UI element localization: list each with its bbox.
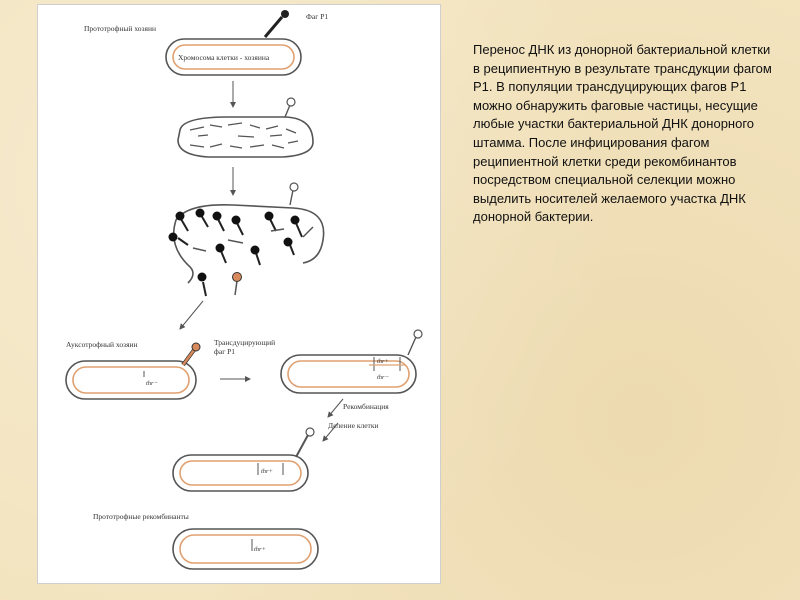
label-transducing-phage-line1: Трансдуцирующий: [214, 338, 275, 347]
gene-label-thr-plus-2: thr+: [261, 468, 273, 475]
auxotroph-host-cell: thr−: [65, 360, 197, 400]
label-phage-p1: Фаг Р1: [306, 12, 328, 21]
progeny-phages-icon: [168, 182, 314, 297]
label-cell-division: Деление клетки: [328, 421, 379, 430]
label-transducing-phage-line2: фаг Р1: [214, 347, 235, 356]
label-prototroph-host: Прототрофный хозяин: [84, 24, 156, 33]
arrow-cell-division: [322, 422, 339, 442]
gene-label-thr-minus-2: thr−: [377, 374, 389, 381]
infected-cell: thr+ thr−: [280, 329, 423, 394]
label-prototroph-recombinants: Прототрофные рекомбинанты: [93, 512, 189, 521]
phage-p1-icon: [263, 10, 289, 38]
label-auxotroph-host: Ауксотрофный хозяин: [66, 340, 138, 349]
fragmented-chromosome-cell: [177, 116, 314, 158]
caption-text: Перенос ДНК из донорной бактериальной кл…: [473, 42, 772, 225]
dividing-cell: thr+: [172, 427, 315, 492]
transduction-diagram: Прототрофный хозяин Фаг Р1 Хромосома кле…: [37, 4, 441, 584]
label-recombination: Рекомбинация: [343, 402, 389, 411]
prototroph-host-cell: [165, 38, 302, 76]
gene-label-thr-plus-1: thr+: [377, 358, 389, 365]
gene-label-thr-minus: thr−: [146, 380, 158, 387]
transducing-phage-icon: [181, 342, 201, 367]
label-host-chromosome: Хромосома клетки - хозяина: [178, 53, 270, 62]
phage-on-cell-icon: [284, 97, 296, 118]
diagram-svg: Прототрофный хозяин Фаг Р1 Хромосома кле…: [65, 10, 423, 570]
arrow-step-3: [179, 300, 204, 330]
recombinant-cell: thr+: [172, 528, 319, 570]
gene-label-thr-plus-3: thr+: [254, 546, 266, 553]
lysing-cell: [172, 203, 325, 284]
arrow-recombination: [327, 398, 344, 418]
